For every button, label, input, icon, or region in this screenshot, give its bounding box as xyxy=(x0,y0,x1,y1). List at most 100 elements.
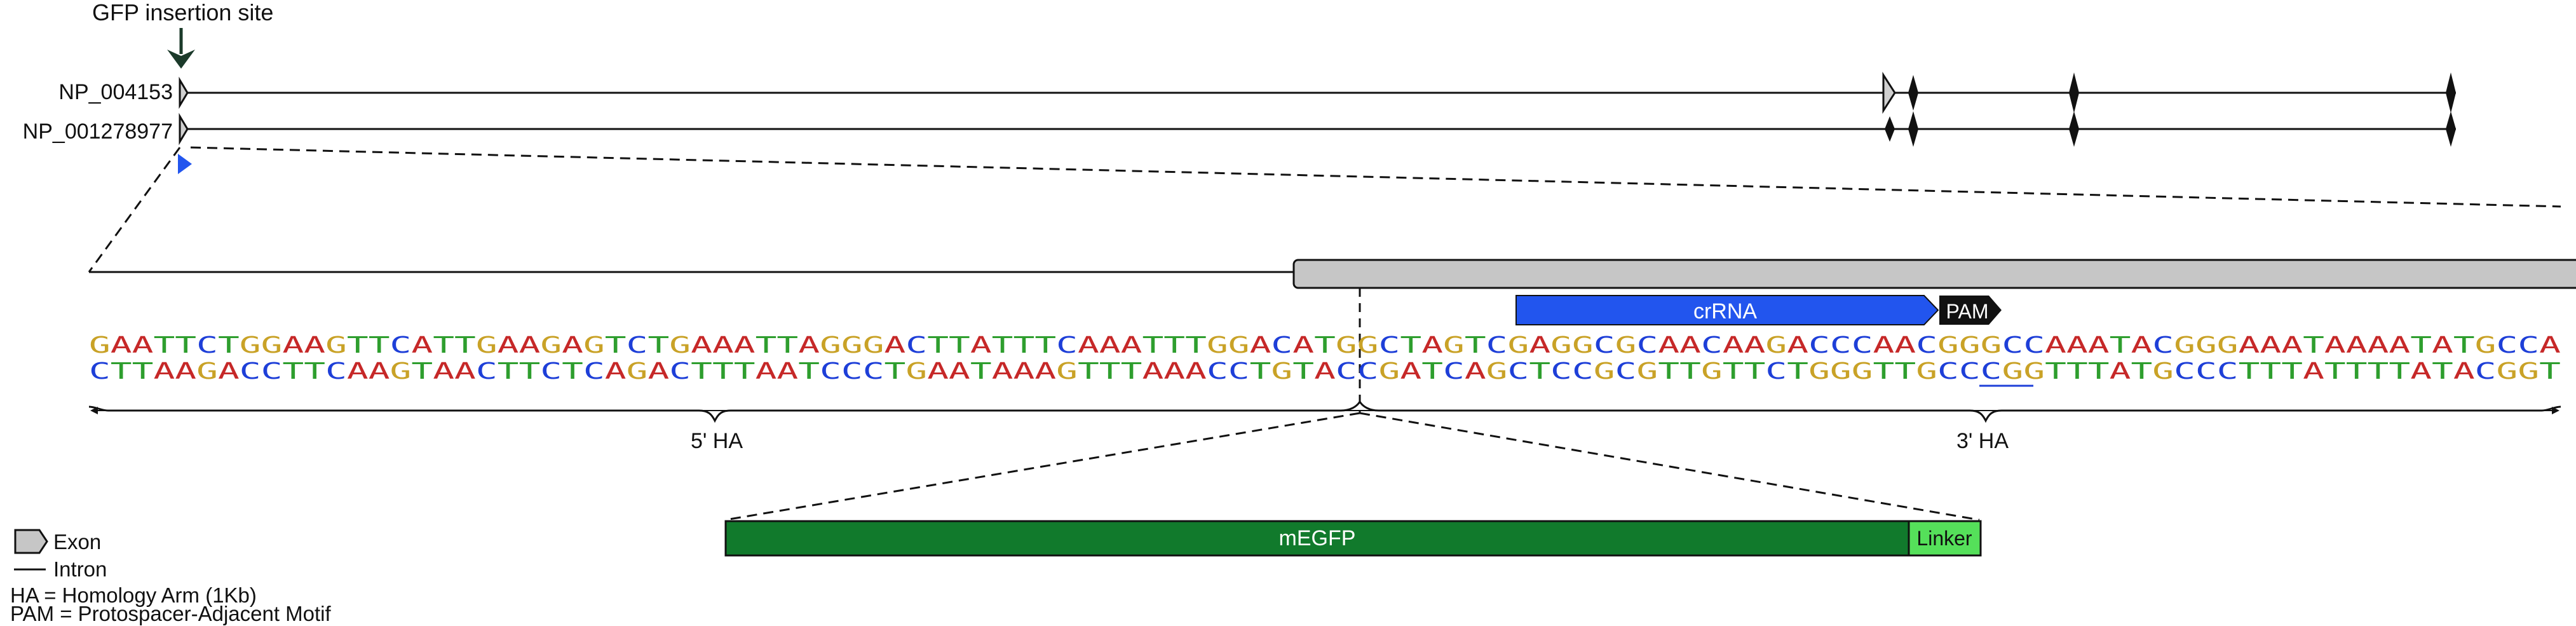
nucleotide: G xyxy=(1830,358,1852,384)
left-ha-label: 5' HA xyxy=(691,429,743,453)
nucleotide: T xyxy=(1744,358,1766,384)
nucleotide: G xyxy=(1701,358,1723,384)
nucleotide: C xyxy=(325,358,347,384)
nucleotide: T xyxy=(970,358,992,384)
transcript-label-1: NP_004153 xyxy=(58,80,173,104)
nucleotide: T xyxy=(2303,332,2324,358)
nucleotide: C xyxy=(820,358,841,384)
nucleotide: C xyxy=(540,358,562,384)
nucleotide: A xyxy=(647,358,669,384)
nucleotide: T xyxy=(1465,332,1486,358)
nucleotide: G xyxy=(2195,332,2217,358)
nucleotide: T xyxy=(734,358,756,384)
transcript-np-004153: NP_004153 xyxy=(58,71,2456,114)
nucleotide: T xyxy=(949,332,970,358)
nucleotide: A xyxy=(218,358,240,384)
nucleotide: A xyxy=(1292,332,1314,358)
nucleotide: T xyxy=(2110,332,2131,358)
nucleotide: A xyxy=(1679,332,1701,358)
nucleotide: A xyxy=(1723,332,1744,358)
nucleotide: T xyxy=(2389,358,2410,384)
nucleotide: C xyxy=(1852,332,1873,358)
nucleotide: C xyxy=(261,358,283,384)
nucleotide: T xyxy=(2324,358,2346,384)
nucleotide: T xyxy=(1529,358,1550,384)
nucleotide: A xyxy=(153,358,175,384)
exon-marker xyxy=(1908,75,1918,111)
nucleotide: C xyxy=(2518,332,2539,358)
nucleotide: G xyxy=(1937,332,1959,358)
nucleotide: A xyxy=(498,332,519,358)
linker-label: Linker xyxy=(1916,527,1972,550)
nucleotide: T xyxy=(756,332,777,358)
legend-pam-definition: PAM = Protospacer-Adjacent Motif xyxy=(10,602,332,625)
nucleotide: T xyxy=(1894,358,1916,384)
nucleotide: T xyxy=(1034,332,1056,358)
nucleotide: A xyxy=(2410,358,2432,384)
nucleotide: A xyxy=(369,358,390,384)
nucleotide: G xyxy=(820,332,841,358)
nucleotide: A xyxy=(175,358,196,384)
nucleotide: T xyxy=(2066,358,2088,384)
insert-zoom-lines xyxy=(725,412,1980,521)
nucleotide: T xyxy=(175,332,196,358)
nucleotide: T xyxy=(1400,332,1421,358)
nucleotide: G xyxy=(2217,332,2239,358)
nucleotide: A xyxy=(1163,358,1185,384)
nucleotide: T xyxy=(1078,358,1099,384)
linker-box xyxy=(1908,520,1982,557)
nucleotide: G xyxy=(2152,358,2174,384)
nucleotide: G xyxy=(1508,332,1529,358)
crrna-label: crRNA xyxy=(1693,299,1757,323)
nucleotide: T xyxy=(691,358,712,384)
pam-label: PAM xyxy=(1946,300,1989,323)
nucleotide: G xyxy=(1636,358,1658,384)
nucleotide: G xyxy=(2174,332,2195,358)
nucleotide: T xyxy=(2239,358,2260,384)
right-ha-label: 3' HA xyxy=(1956,429,2009,453)
nucleotide: C xyxy=(1550,358,1572,384)
nucleotide: A xyxy=(1314,358,1336,384)
nucleotide: G xyxy=(583,332,605,358)
nucleotide: G xyxy=(2518,358,2539,384)
nucleotide: A xyxy=(347,358,369,384)
nucleotide: C xyxy=(1443,358,1465,384)
nucleotide: G xyxy=(1228,332,1250,358)
nucleotide: T xyxy=(1185,332,1207,358)
nucleotide: A xyxy=(304,332,325,358)
nucleotide: C xyxy=(1959,358,1981,384)
nucleotide: A xyxy=(1034,358,1056,384)
nucleotide: C xyxy=(1336,358,1357,384)
nucleotide: T xyxy=(1121,358,1142,384)
nucleotide: A xyxy=(2432,332,2453,358)
nucleotide: C xyxy=(1594,332,1615,358)
transcript-label-2: NP_001278977 xyxy=(23,119,173,144)
nucleotide: G xyxy=(2023,358,2045,384)
nucleotide: C xyxy=(1765,358,1787,384)
nucleotide: G xyxy=(627,358,648,384)
nucleotide: A xyxy=(2539,332,2561,358)
nucleotide: A xyxy=(454,358,476,384)
exon-marker xyxy=(2446,72,2456,113)
nucleotide: T xyxy=(1314,332,1336,358)
nucleotide: T xyxy=(712,358,734,384)
nucleotide: G xyxy=(1271,358,1292,384)
nucleotide: G xyxy=(1486,358,1508,384)
nucleotide: T xyxy=(2453,332,2475,358)
nucleotide: G xyxy=(1981,332,2002,358)
nucleotide: A xyxy=(756,358,777,384)
nucleotide: C xyxy=(669,358,691,384)
nucleotide: G xyxy=(1959,332,1981,358)
nucleotide: G xyxy=(2002,358,2024,384)
nucleotide: T xyxy=(218,332,240,358)
nucleotide: A xyxy=(970,332,992,358)
nucleotide: G xyxy=(1207,332,1228,358)
nucleotide: A xyxy=(1873,332,1895,358)
nucleotide: C xyxy=(1056,332,1078,358)
nucleotide: G xyxy=(1765,332,1787,358)
nucleotide: G xyxy=(1357,332,1379,358)
nucleotide: T xyxy=(2368,358,2389,384)
nucleotide: A xyxy=(1013,358,1035,384)
